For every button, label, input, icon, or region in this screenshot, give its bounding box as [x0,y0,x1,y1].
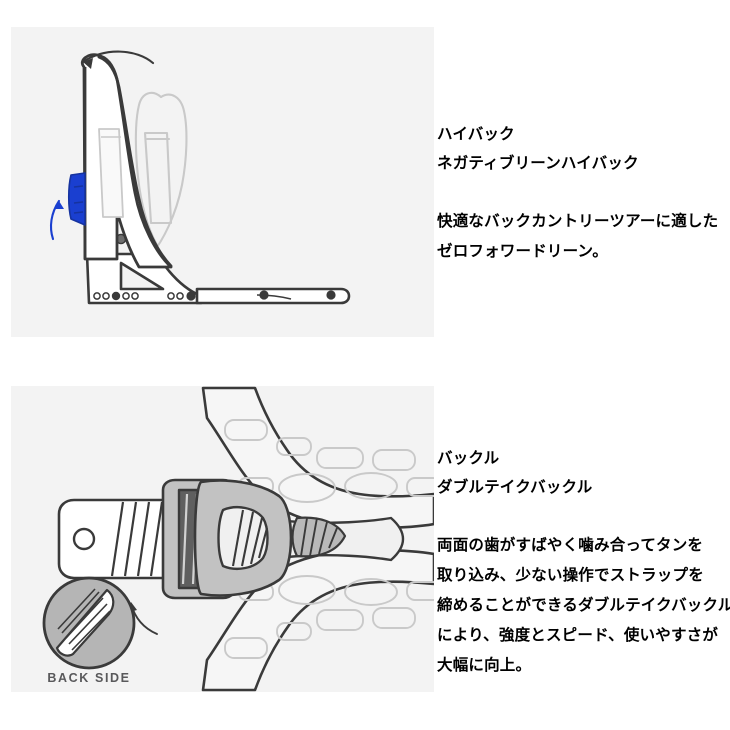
highback-illustration-panel [11,27,434,337]
tongue-tip-teeth [291,516,347,558]
buckle-desc-line-5: 大幅に向上。 [437,657,532,674]
highback-rotation-arrow-icon [49,199,64,241]
buckle-desc-line-1: 両面の歯がすばやく噛み合ってタンを [437,537,704,554]
back-side-callout [42,576,136,670]
ratchet-strap [57,498,189,580]
highback-desc-line-1: 快適なバックカントリーツアーに適した [437,213,719,230]
highback-heading-line-2: ネガティブリーンハイバック [437,155,639,172]
buckle-desc-line-4: により、強度とスピード、使いやすさが [437,627,719,644]
forward-lean-adjuster [67,172,86,226]
buckle-lever [193,479,293,597]
buckle-description: 両面の歯がすばやく噛み合ってタンを 取り込み、少ない操作でストラップを 締めるこ… [437,531,730,681]
highback-heading-line-1: ハイバック [437,126,515,143]
highback-main-body [80,53,173,269]
buckle-desc-line-2: 取り込み、少ない操作でストラップを [437,567,704,584]
feature-row-buckle: BACK SIDE バックル ダブルテイクバックル 両面の歯がすばやく噛み合って… [0,386,730,692]
buckle-heading-line-2: ダブルテイクバックル [437,479,593,496]
highback-description: 快適なバックカントリーツアーに適した ゼロフォワードリーン。 [437,207,722,267]
back-side-label: BACK SIDE [47,671,130,685]
buckle-illustration-panel: BACK SIDE [11,386,434,692]
buckle-heading-line-1: バックル [437,450,500,467]
highback-mounting-holes [93,233,336,301]
highback-lean-motion-arrow-icon [81,50,155,69]
buckle-diagram: BACK SIDE [42,386,434,692]
highback-diagram [49,50,351,305]
highback-inner-strut [98,128,124,218]
highback-heading: ハイバック ネガティブリーンハイバック [437,120,722,178]
buckle-heading: バックル ダブルテイクバックル [437,444,722,502]
lever-teeth [231,509,269,567]
highback-ghost-position [134,91,188,257]
highback-copy-block: ハイバック ネガティブリーンハイバック 快適なバックカントリーツアーに適した ゼ… [437,120,722,267]
buckle-desc-line-3: 締めることができるダブルテイクバックル [437,597,730,614]
feature-row-highback: ハイバック ネガティブリーンハイバック 快適なバックカントリーツアーに適した ゼ… [0,27,730,337]
buckle-copy-block: バックル ダブルテイクバックル 両面の歯がすばやく噛み合ってタンを 取り込み、少… [437,444,730,681]
highback-desc-line-2: ゼロフォワードリーン。 [437,243,608,260]
